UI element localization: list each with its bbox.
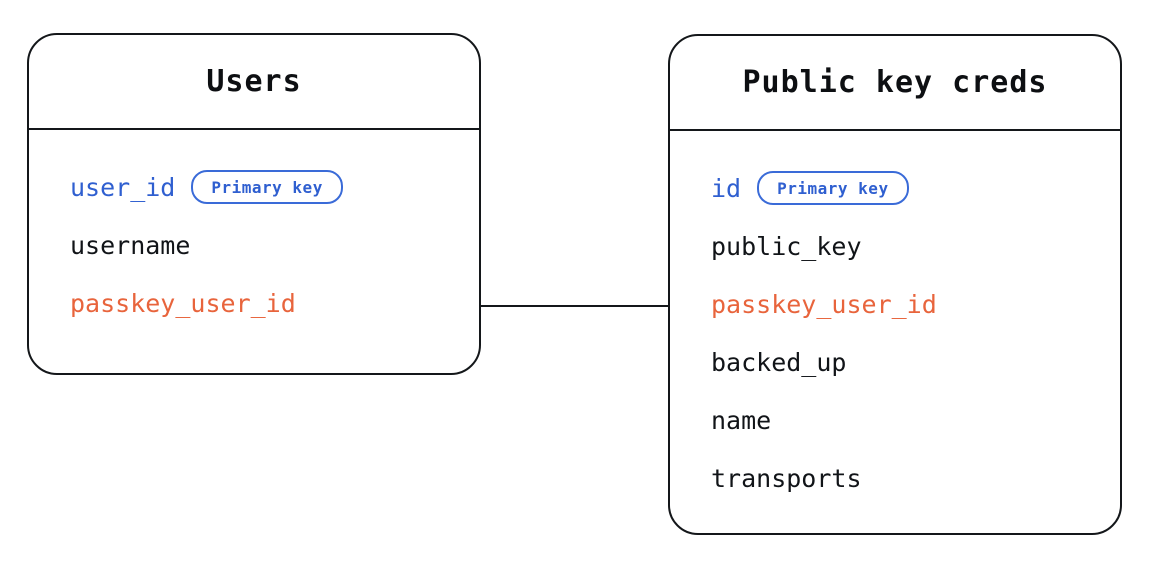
entity-public-key-creds[interactable]: Public key creds id Primary key public_k… — [668, 34, 1122, 535]
primary-key-badge-id: Primary key — [757, 171, 909, 205]
field-name-public-key: public_key — [711, 231, 862, 261]
field-row-username[interactable]: username — [29, 216, 479, 274]
primary-key-badge-user-id: Primary key — [191, 170, 343, 204]
entity-public-key-creds-field-list: id Primary key public_key passkey_user_i… — [670, 131, 1120, 507]
field-row-backed-up[interactable]: backed_up — [670, 333, 1120, 391]
field-name-name: name — [711, 405, 772, 435]
primary-key-badge-label: Primary key — [211, 177, 323, 197]
field-name-backed-up: backed_up — [711, 347, 847, 377]
field-row-name[interactable]: name — [670, 391, 1120, 449]
field-row-passkey-user-id[interactable]: passkey_user_id — [670, 275, 1120, 333]
field-row-public-key[interactable]: public_key — [670, 217, 1120, 275]
entity-users-field-list: user_id Primary key username passkey_use… — [29, 130, 479, 332]
field-name-user-id: user_id — [70, 172, 176, 202]
field-name-passkey-user-id: passkey_user_id — [70, 288, 296, 318]
field-row-transports[interactable]: transports — [670, 449, 1120, 507]
field-name-username: username — [70, 230, 191, 260]
field-name-transports: transports — [711, 463, 862, 493]
entity-users-title: Users — [206, 64, 302, 99]
entity-public-key-creds-header: Public key creds — [670, 36, 1120, 131]
field-row-passkey-user-id[interactable]: passkey_user_id — [29, 274, 479, 332]
entity-public-key-creds-title: Public key creds — [742, 65, 1048, 100]
relationship-connector-users-to-creds — [481, 305, 668, 307]
field-row-user-id[interactable]: user_id Primary key — [29, 158, 479, 216]
field-name-passkey-user-id: passkey_user_id — [711, 289, 937, 319]
entity-users[interactable]: Users user_id Primary key username passk… — [27, 33, 481, 375]
field-row-id[interactable]: id Primary key — [670, 159, 1120, 217]
field-name-id: id — [711, 173, 742, 203]
primary-key-badge-label: Primary key — [777, 178, 889, 198]
entity-users-header: Users — [29, 35, 479, 130]
